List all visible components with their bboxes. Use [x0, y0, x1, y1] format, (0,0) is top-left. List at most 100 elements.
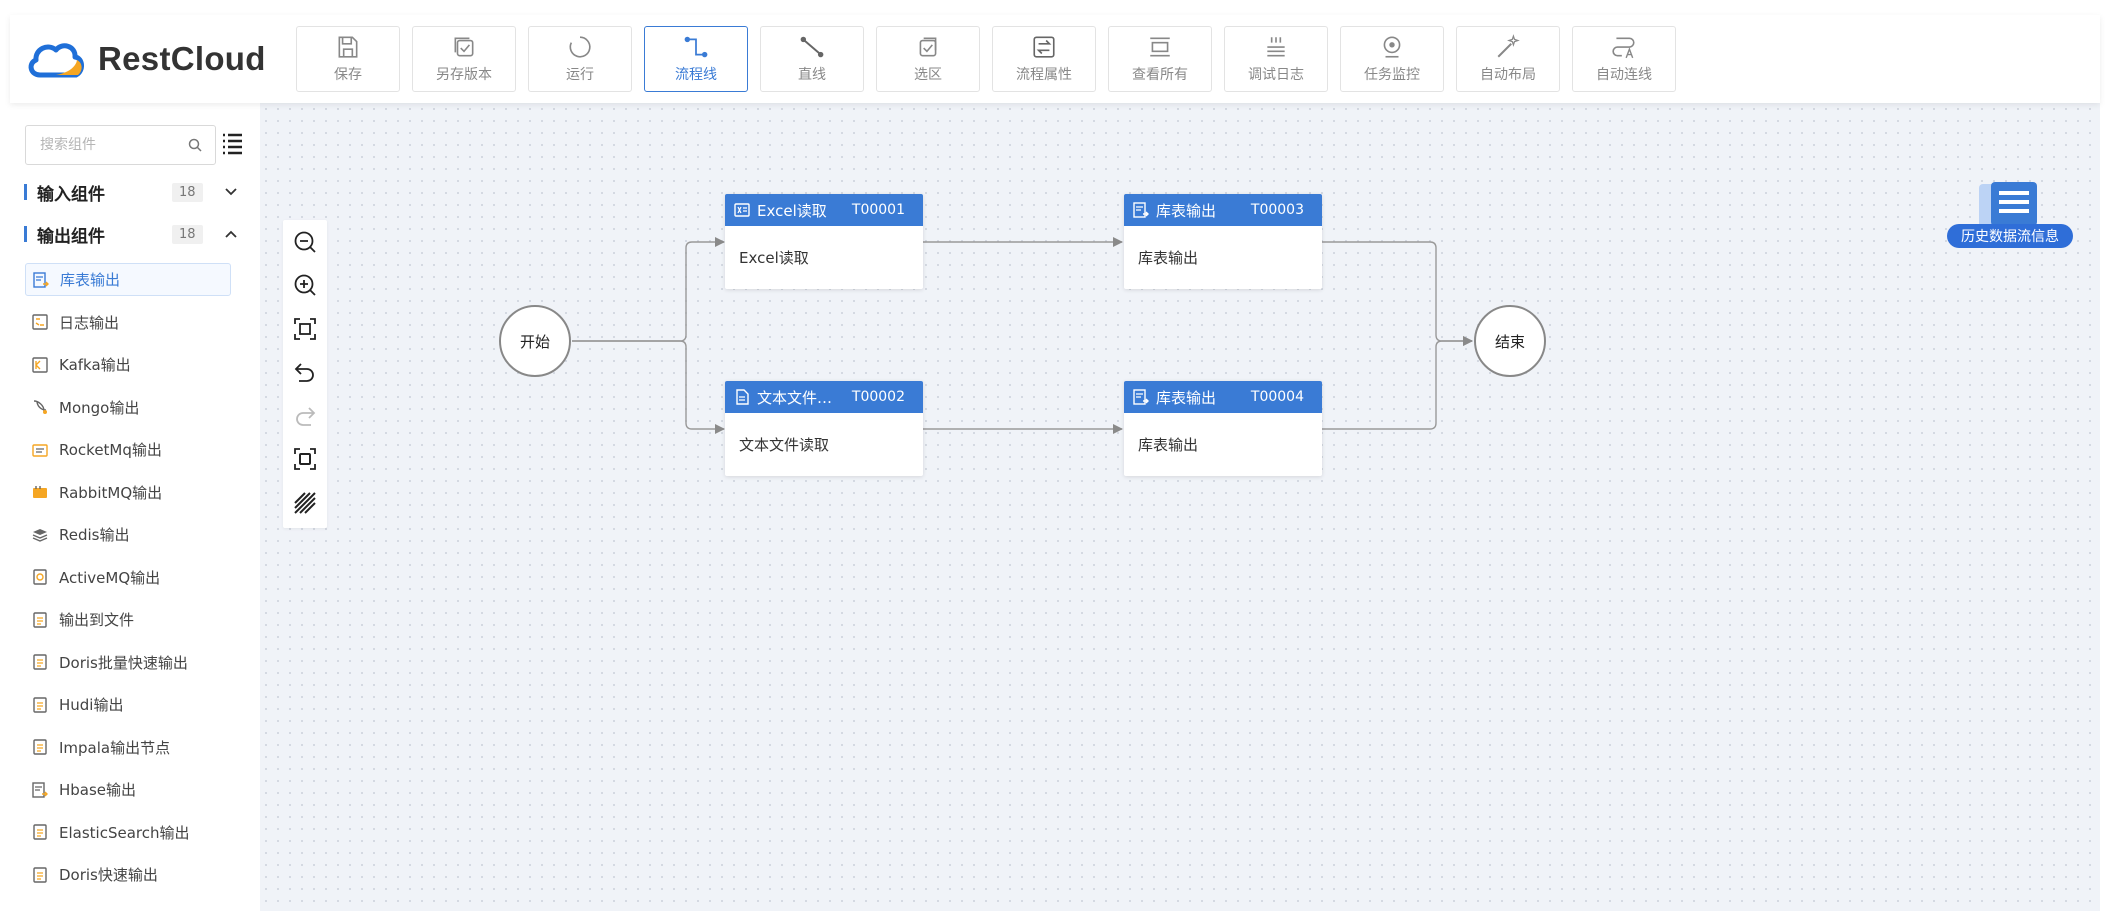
save-version-button[interactable]: 另存版本 — [412, 26, 516, 92]
grid-hatch-icon — [294, 492, 316, 514]
flow-line-button[interactable]: 流程线 — [644, 26, 748, 92]
component-item-rocketmq-output[interactable]: RocketMq输出 — [25, 433, 231, 466]
top-header: RestCloud 保存 另存版本 运行 流程线 直线 选区 流程属性 — [10, 15, 2100, 103]
component-item-rabbitmq-output[interactable]: RabbitMQ输出 — [25, 476, 231, 509]
zoom-in-button[interactable] — [283, 264, 327, 308]
component-item-table-output[interactable]: 库表输出 — [25, 263, 231, 296]
app-logo: RestCloud — [26, 37, 266, 81]
category-output-components[interactable]: 输出组件 18 — [24, 220, 244, 248]
flow-properties-button[interactable]: 流程属性 — [992, 26, 1096, 92]
actual-size-button[interactable] — [283, 438, 327, 482]
debug-log-button[interactable]: 调试日志 — [1224, 26, 1328, 92]
grid-toggle-button[interactable] — [283, 481, 327, 525]
undo-icon — [294, 363, 314, 383]
task-node-body: 库表输出 — [1138, 436, 1199, 454]
selection-button[interactable]: 选区 — [876, 26, 980, 92]
task-node-body: Excel读取 — [739, 249, 809, 267]
component-search — [25, 125, 216, 165]
run-button[interactable]: 运行 — [528, 26, 632, 92]
component-item-label: ActiveMQ输出 — [59, 568, 161, 587]
list-view-icon[interactable] — [220, 131, 244, 155]
task-node-t00003[interactable]: 库表输出 T00003 库表输出 — [1124, 194, 1322, 289]
component-item-elasticsearch-output[interactable]: ElasticSearch输出 — [25, 816, 231, 849]
canvas-tool-panel — [283, 220, 327, 528]
component-item-label: Redis输出 — [59, 526, 130, 544]
zoom-out-button[interactable] — [283, 220, 327, 264]
actual-size-icon — [294, 448, 316, 471]
task-node-t00001[interactable]: Excel读取 T00001 Excel读取 — [725, 194, 923, 289]
save-version-icon — [454, 37, 474, 57]
component-item-hbase-output[interactable]: Hbase输出 — [25, 773, 231, 806]
log-output-icon — [32, 314, 48, 330]
component-sidebar: 输入组件 18 输出组件 18 库表输出 日志输出 Kafka输出 Mongo输… — [0, 103, 260, 911]
straight-line-label: 直线 — [798, 67, 826, 83]
component-item-kafka-output[interactable]: Kafka输出 — [25, 348, 231, 381]
table-output-icon — [33, 271, 49, 288]
task-node-id: T00003 — [1250, 202, 1304, 218]
restcloud-logo-icon — [28, 43, 84, 78]
task-node-name: 库表输出 — [1156, 201, 1217, 220]
redo-icon — [296, 407, 316, 426]
task-node-t00002[interactable]: 文本文件… T00002 文本文件读取 — [725, 381, 923, 476]
component-item-label: Doris批量快速输出 — [59, 653, 188, 672]
component-item-mongo-output[interactable]: Mongo输出 — [25, 391, 231, 424]
task-monitor-label: 任务监控 — [1364, 67, 1420, 83]
task-node-t00004[interactable]: 库表输出 T00004 库表输出 — [1124, 381, 1322, 476]
fit-view-button[interactable] — [283, 307, 327, 351]
text-file-read-icon — [736, 389, 749, 405]
history-data-flow-button[interactable]: 历史数据流信息 — [1947, 180, 2073, 250]
task-node-name: 库表输出 — [1156, 388, 1217, 407]
save-icon — [338, 36, 358, 58]
view-all-button[interactable]: 查看所有 — [1108, 26, 1212, 92]
component-item-impala-output[interactable]: Impala输出节点 — [25, 731, 231, 764]
component-item-doris-fast-output[interactable]: Doris快速输出 — [25, 858, 231, 891]
component-item-activemq-output[interactable]: ActiveMQ输出 — [25, 561, 231, 594]
auto-layout-label: 自动布局 — [1480, 67, 1536, 83]
right-edge-strip — [2100, 0, 2116, 911]
flow-properties-label: 流程属性 — [1016, 67, 1072, 83]
start-node-label: 开始 — [519, 332, 550, 351]
component-item-label: RabbitMQ输出 — [59, 483, 163, 502]
run-label: 运行 — [566, 67, 594, 83]
redo-button[interactable] — [283, 394, 327, 438]
chevron-up-icon — [225, 230, 237, 238]
auto-connect-icon — [1612, 37, 1635, 59]
category-accent-bar — [24, 226, 27, 242]
category-count: 18 — [172, 224, 203, 244]
auto-layout-button[interactable]: 自动布局 — [1456, 26, 1560, 92]
rocketmq-output-icon — [32, 443, 48, 457]
component-item-log-output[interactable]: 日志输出 — [25, 306, 231, 339]
history-data-icon — [1979, 182, 2037, 228]
debug-log-icon — [1267, 37, 1285, 57]
component-item-redis-output[interactable]: Redis输出 — [25, 518, 231, 551]
category-input-components[interactable]: 输入组件 18 — [24, 178, 244, 206]
component-item-doris-batch-output[interactable]: Doris批量快速输出 — [25, 646, 231, 679]
end-node[interactable]: 结束 — [1474, 305, 1546, 377]
save-button[interactable]: 保存 — [296, 26, 400, 92]
search-icon[interactable] — [187, 137, 203, 153]
task-monitor-button[interactable]: 任务监控 — [1340, 26, 1444, 92]
hbase-output-icon — [32, 781, 48, 798]
auto-connect-button[interactable]: 自动连线 — [1572, 26, 1676, 92]
doris-fast-output-icon — [33, 866, 47, 883]
selection-label: 选区 — [914, 67, 942, 83]
flow-line-icon — [684, 36, 708, 58]
file-output-icon — [33, 611, 47, 628]
component-search-input[interactable] — [38, 126, 192, 164]
redis-output-icon — [32, 528, 48, 542]
app-title: RestCloud — [98, 40, 266, 77]
undo-button[interactable] — [283, 351, 327, 395]
task-node-name: Excel读取 — [757, 201, 827, 220]
straight-line-button[interactable]: 直线 — [760, 26, 864, 92]
component-item-hudi-output[interactable]: Hudi输出 — [25, 688, 231, 721]
end-node-label: 结束 — [1494, 332, 1525, 351]
start-node[interactable]: 开始 — [499, 305, 571, 377]
task-node-name: 文本文件… — [757, 388, 833, 407]
save-label: 保存 — [334, 67, 362, 83]
component-item-file-output[interactable]: 输出到文件 — [25, 603, 231, 636]
category-accent-bar — [24, 184, 27, 200]
view-all-label: 查看所有 — [1132, 67, 1188, 83]
hudi-output-icon — [33, 696, 47, 713]
task-node-header: 库表输出 T00004 — [1124, 381, 1322, 413]
chevron-down-icon — [225, 188, 237, 196]
